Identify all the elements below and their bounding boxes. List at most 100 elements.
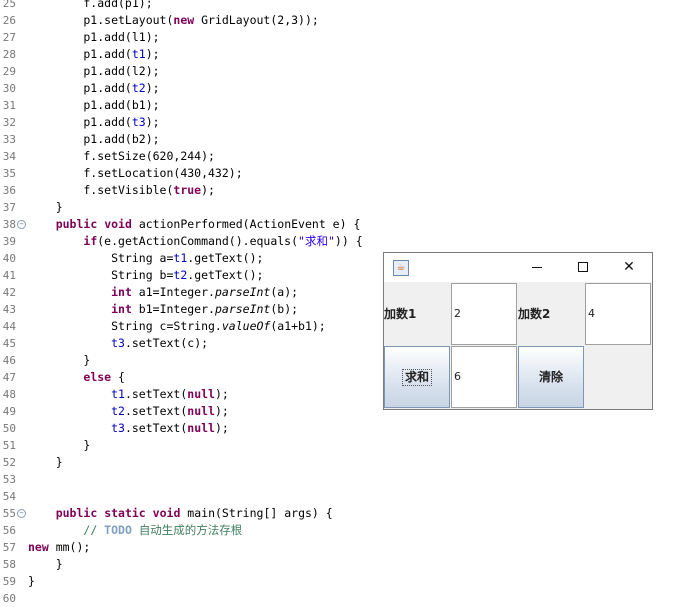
- code-line: 34 f.setSize(620,244);: [0, 148, 673, 165]
- code-text: f.setVisible(true);: [28, 183, 215, 197]
- code-line: 25 f.add(p1);: [0, 0, 673, 12]
- line-number: 39: [2, 235, 16, 248]
- line-number: 37: [2, 201, 16, 214]
- result-input[interactable]: 6: [451, 346, 517, 408]
- clear-button-label: 清除: [538, 370, 563, 384]
- minimize-button[interactable]: [514, 253, 560, 282]
- code-text: }: [28, 353, 91, 367]
- code-text: int a1=Integer.parseInt(a);: [111, 285, 299, 299]
- line-number: 45: [2, 337, 16, 350]
- line-number: 40: [2, 252, 16, 265]
- code-line: 49 t2.setText(null);: [0, 403, 673, 420]
- code-text: public void actionPerformed(ActionEvent …: [55, 217, 361, 231]
- code-text: int b1=Integer.parseInt(b);: [111, 302, 299, 316]
- code-line: 30 p1.add(t2);: [0, 80, 673, 97]
- fold-toggle-icon[interactable]: −: [17, 509, 26, 518]
- line-number: 34: [2, 150, 16, 163]
- code-line: 48 t1.setText(null);: [0, 386, 673, 403]
- code-text: }: [28, 455, 63, 469]
- code-line: 45 t3.setText(c);: [0, 335, 673, 352]
- code-line: 27 p1.add(l1);: [0, 29, 673, 46]
- clear-button[interactable]: 清除: [518, 346, 584, 408]
- code-text: t3.setText(c);: [111, 336, 209, 350]
- code-text: t2.setText(null);: [111, 404, 229, 418]
- fold-toggle-icon[interactable]: −: [17, 220, 26, 229]
- code-line: 29 p1.add(l2);: [0, 63, 673, 80]
- sum-button-label: 求和: [401, 369, 432, 386]
- line-number: 41: [2, 269, 16, 282]
- line-number: 44: [2, 320, 16, 333]
- code-line: 60: [0, 590, 673, 607]
- code-line: 40 String a=t1.getText();: [0, 250, 673, 267]
- code-text: f.setSize(620,244);: [28, 149, 215, 163]
- code-text: String b=t2.getText();: [28, 268, 264, 282]
- code-line: 33 p1.add(b2);: [0, 131, 673, 148]
- line-number: 42: [2, 286, 16, 299]
- line-number: 29: [2, 65, 16, 78]
- line-number: 26: [2, 14, 16, 27]
- line-number: 52: [2, 456, 16, 469]
- line-number: 46: [2, 354, 16, 367]
- line-number: 43: [2, 303, 16, 316]
- line-number: 30: [2, 82, 16, 95]
- line-number: 31: [2, 99, 16, 112]
- code-text: }: [28, 200, 63, 214]
- line-number: 32: [2, 116, 16, 129]
- code-line: 57 new mm();: [0, 539, 673, 556]
- code-text: p1.add(t2);: [28, 81, 160, 95]
- addend-1-input[interactable]: 2: [451, 283, 517, 345]
- code-text: String a=t1.getText();: [28, 251, 264, 265]
- code-text: t3.setText(null);: [111, 421, 229, 435]
- line-number: 53: [2, 473, 16, 486]
- line-number: 57: [2, 541, 16, 554]
- label-addend-1: 加数1: [384, 307, 417, 321]
- line-number: 38: [2, 218, 16, 231]
- code-line: 39 if(e.getActionCommand().equals("求和"))…: [0, 233, 673, 250]
- line-number: 28: [2, 48, 16, 61]
- line-number: 50: [2, 422, 16, 435]
- maximize-icon: [578, 262, 588, 272]
- code-line: 53: [0, 471, 673, 488]
- code-line: 50 t3.setText(null);: [0, 420, 673, 437]
- code-text: }: [28, 557, 63, 571]
- code-line: 58 }: [0, 556, 673, 573]
- addend-2-input[interactable]: 4: [585, 283, 651, 345]
- line-number: 36: [2, 184, 16, 197]
- line-number: 33: [2, 133, 16, 146]
- line-number: 25: [2, 0, 16, 10]
- java-app-icon: ☕: [393, 260, 409, 276]
- maximize-button[interactable]: [560, 253, 606, 282]
- close-icon: ✕: [623, 259, 635, 275]
- code-text: p1.add(b2);: [28, 132, 160, 146]
- code-text: else {: [83, 370, 125, 384]
- code-text: // TODO 自动生成的方法存根: [83, 523, 243, 537]
- line-number: 55: [2, 507, 16, 520]
- line-number: 56: [2, 524, 16, 537]
- code-text: }: [28, 574, 35, 588]
- code-line: 28 p1.add(t1);: [0, 46, 673, 63]
- window-titlebar[interactable]: ☕ ✕: [384, 253, 652, 282]
- line-number: 59: [2, 575, 16, 588]
- line-number: 54: [2, 490, 16, 503]
- code-text: p1.setLayout(new GridLayout(2,3));: [28, 13, 319, 27]
- code-text: String c=String.valueOf(a1+b1);: [28, 319, 326, 333]
- line-number: 35: [2, 167, 16, 180]
- code-line: 41 String b=t2.getText();: [0, 267, 673, 284]
- code-text: public static void main(String[] args) {: [55, 506, 333, 520]
- code-line: 51 }: [0, 437, 673, 454]
- close-button[interactable]: ✕: [606, 253, 652, 282]
- line-number: 51: [2, 439, 16, 452]
- code-text: new mm();: [28, 540, 91, 554]
- code-text: p1.add(t3);: [28, 115, 160, 129]
- sum-button[interactable]: 求和: [384, 346, 450, 408]
- code-text: f.setLocation(430,432);: [28, 166, 243, 180]
- code-line: 37 }: [0, 199, 673, 216]
- code-line: 36 f.setVisible(true);: [0, 182, 673, 199]
- code-line: 31 p1.add(b1);: [0, 97, 673, 114]
- line-number: 47: [2, 371, 16, 384]
- code-text: }: [28, 438, 91, 452]
- code-line: 56 // TODO 自动生成的方法存根: [0, 522, 673, 539]
- code-line: 52 }: [0, 454, 673, 471]
- code-text: if(e.getActionCommand().equals("求和")) {: [83, 234, 363, 248]
